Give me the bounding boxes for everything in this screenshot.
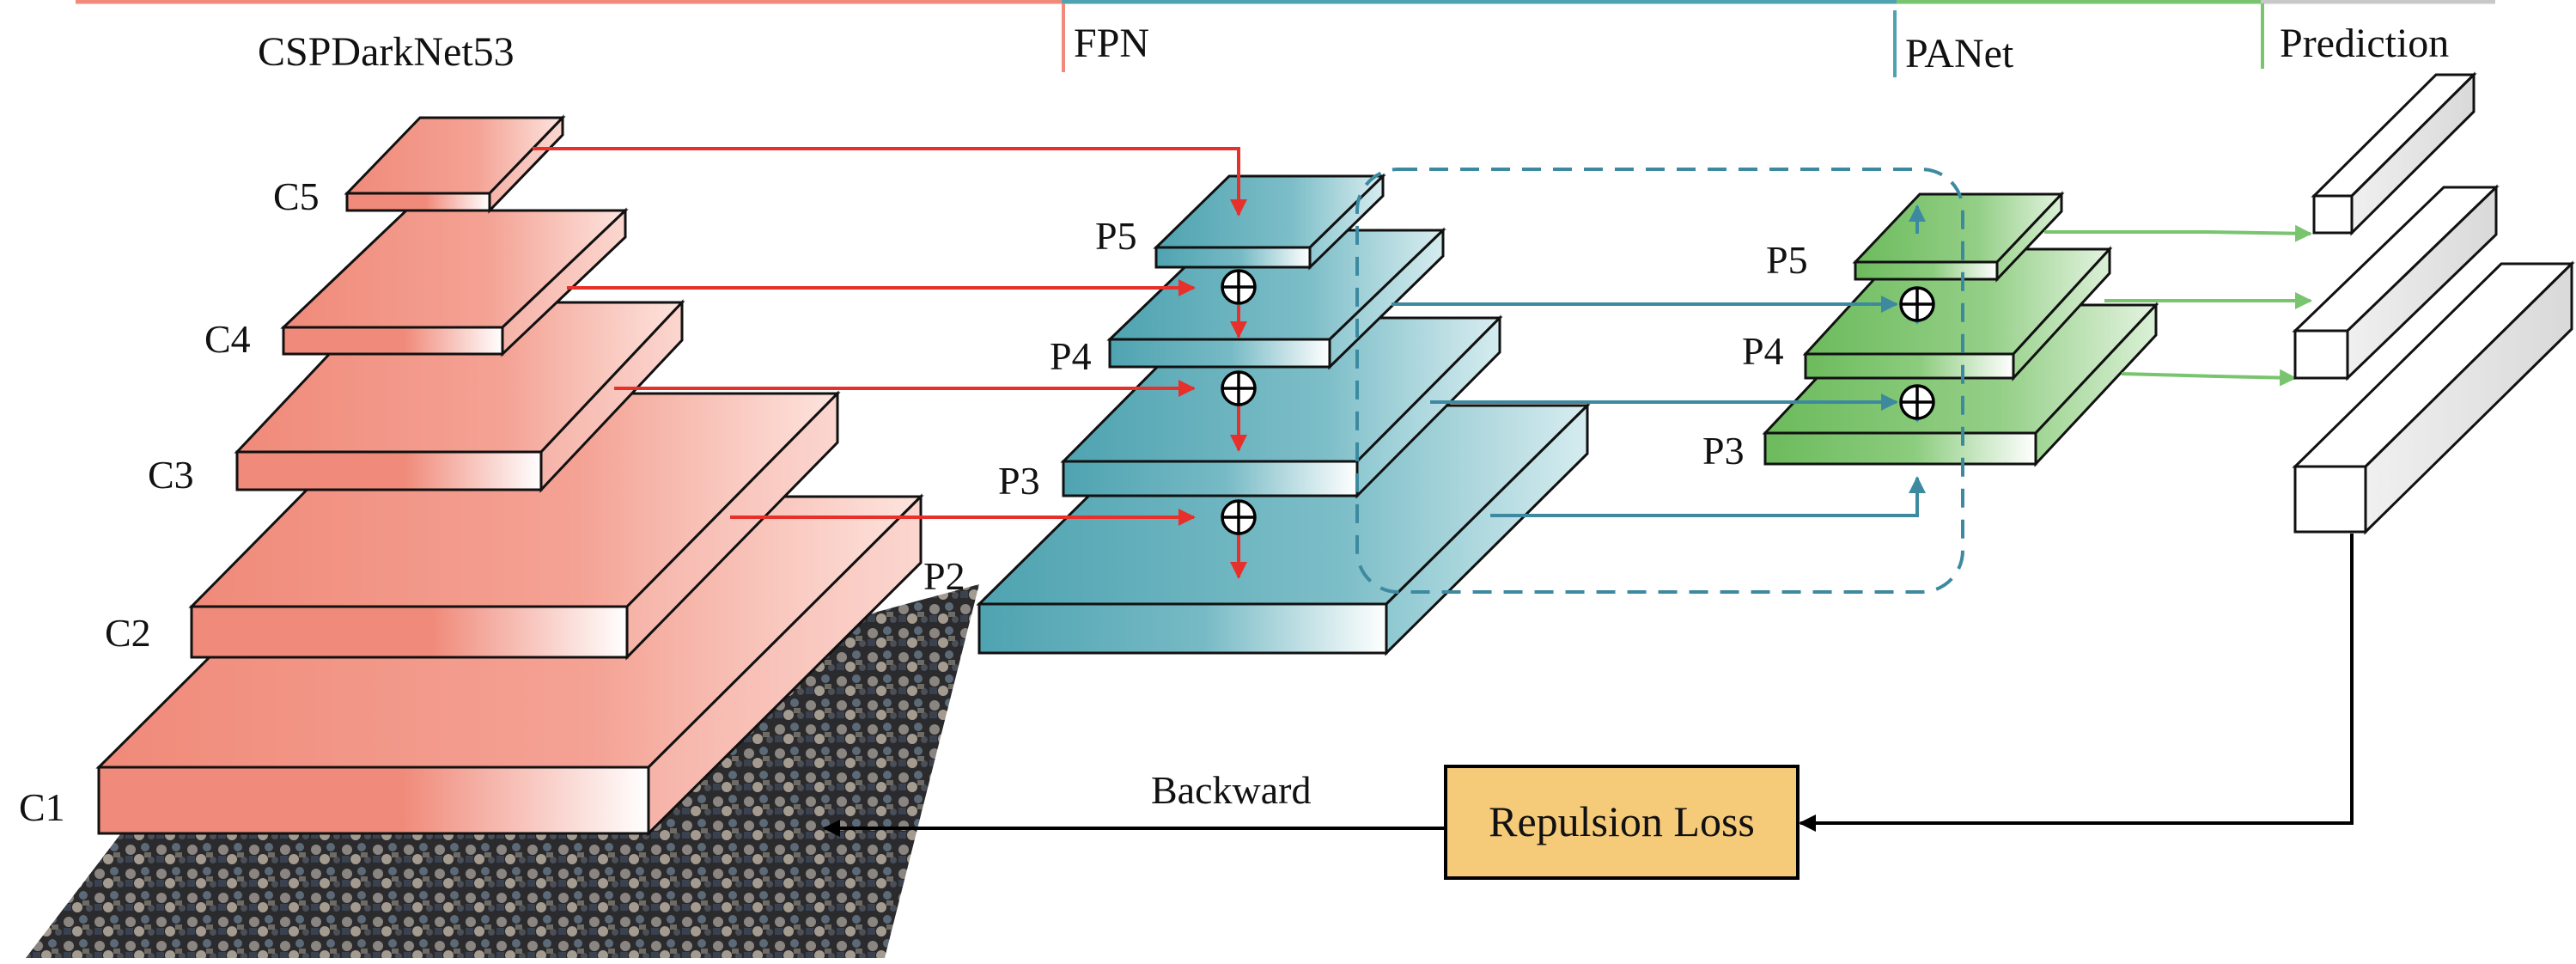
prediction-head-medium <box>2292 184 2500 381</box>
prediction-head-large <box>2292 260 2575 535</box>
panet-to-prediction-arrows <box>2044 224 2312 387</box>
label-c3: C3 <box>148 453 194 497</box>
label-fpn-p5: P5 <box>1095 214 1137 258</box>
label-c5: C5 <box>273 174 320 218</box>
header-bars <box>76 0 2495 77</box>
fpn-header: FPN <box>1074 21 1149 66</box>
prediction-to-loss-arrow <box>1799 534 2354 832</box>
label-pan-p5: P5 <box>1766 238 1808 282</box>
label-c2: C2 <box>105 611 151 655</box>
panet-header: PANet <box>1905 31 2014 76</box>
backbone-header: CSPDarkNet53 <box>258 29 515 75</box>
fpn-add-nodes <box>1221 269 1257 535</box>
label-fpn-p2: P2 <box>923 554 965 598</box>
circled-plus-icon <box>1221 269 1257 305</box>
label-pan-p3: P3 <box>1702 429 1745 473</box>
circled-plus-icon <box>1899 286 1935 322</box>
backward-label: Backward <box>1151 768 1311 812</box>
label-fpn-p4: P4 <box>1050 334 1092 378</box>
prediction-header: Prediction <box>2280 21 2449 66</box>
panet-add-nodes <box>1899 286 1935 420</box>
lateral-arrows <box>533 147 1247 526</box>
fpn-slab-p5 <box>1153 173 1386 271</box>
label-c1: C1 <box>19 785 65 829</box>
fpn-panet-dashed-region <box>1355 168 1964 594</box>
lateral-arrow-c5 <box>533 147 1247 217</box>
repulsion-loss-label: Repulsion Loss <box>1489 797 1755 845</box>
backbone-slab-c4 <box>280 207 629 357</box>
label-pan-p4: P4 <box>1742 329 1784 373</box>
circled-plus-icon <box>1221 370 1257 406</box>
backbone-slab-c5 <box>344 114 566 214</box>
label-c4: C4 <box>204 317 251 361</box>
circled-plus-icon <box>1221 499 1257 535</box>
label-fpn-p3: P3 <box>998 459 1040 503</box>
circled-plus-icon <box>1899 384 1935 420</box>
prediction-head-small <box>2311 71 2477 236</box>
repulsion-loss-box <box>1444 765 1800 880</box>
